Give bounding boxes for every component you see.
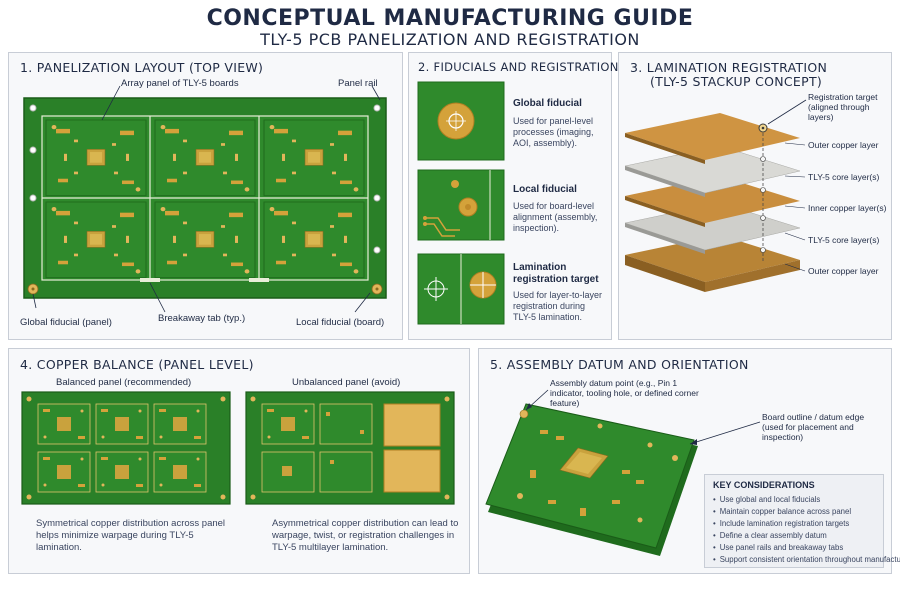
layer-label-4: TLY-5 core layer(s) <box>808 235 880 245</box>
key-item: Maintain copper balance across panel <box>713 506 900 518</box>
section3-title-line2: (TLY-5 STACKUP CONCEPT) <box>650 74 823 89</box>
key-considerations-box: KEY CONSIDERATIONS Use global and local … <box>704 474 900 568</box>
key-considerations-list: Use global and local fiducials Maintain … <box>713 494 900 566</box>
section3-title-line1: 3. LAMINATION REGISTRATION <box>630 60 828 75</box>
layer-label-5: Outer copper layer <box>808 266 879 276</box>
registration-target-name: Lamination registration target <box>513 262 599 285</box>
key-item: Use global and local fiducials <box>713 494 900 506</box>
label-assembly-datum: Assembly datum point (e.g., Pin 1 indica… <box>550 378 699 408</box>
label-breakaway-tab: Breakaway tab (typ.) <box>158 313 246 324</box>
key-item: Support consistent orientation throughou… <box>713 554 900 566</box>
assembly-board-graphic <box>485 403 698 556</box>
registration-target-desc: Used for layer-to-layer registration dur… <box>513 290 603 322</box>
global-fiducial-desc: Used for panel-level processes (imaging,… <box>513 116 594 148</box>
global-fiducial-graphic <box>417 81 505 161</box>
key-considerations-title: KEY CONSIDERATIONS <box>713 480 815 490</box>
label-registration-target: Registration target (aligned through lay… <box>808 92 878 122</box>
balanced-panel-label: Balanced panel (recommended) <box>56 377 192 388</box>
panel-array-graphic <box>23 97 387 299</box>
balanced-panel-desc: Symmetrical copper distribution across p… <box>36 518 226 553</box>
local-fiducial-name: Local fiducial <box>513 184 577 195</box>
key-item: Use panel rails and breakaway tabs <box>713 542 900 554</box>
label-array-panel: Array panel of TLY-5 boards <box>121 78 239 89</box>
registration-target-graphic <box>417 253 505 325</box>
page-title: CONCEPTUAL MANUFACTURING GUIDE <box>206 6 694 31</box>
label-local-fiducial: Local fiducial (board) <box>296 317 385 328</box>
layer-label-1: Outer copper layer <box>808 140 879 150</box>
section4-title: 4. COPPER BALANCE (PANEL LEVEL) <box>20 357 254 372</box>
label-board-outline: Board outline / datum edge (used for pla… <box>762 412 865 442</box>
stackup-graphic <box>624 113 801 292</box>
page-subtitle: TLY-5 PCB PANELIZATION AND REGISTRATION <box>260 30 640 49</box>
unbalanced-panel-label: Unbalanced panel (avoid) <box>292 377 401 388</box>
label-global-fiducial: Global fiducial (panel) <box>20 317 112 328</box>
section1-title: 1. PANELIZATION LAYOUT (TOP VIEW) <box>20 60 264 75</box>
local-fiducial-desc: Used for board-level alignment (assembly… <box>513 201 598 233</box>
unbalanced-panel-desc: Asymmetrical copper distribution can lea… <box>272 518 459 553</box>
section5-title: 5. ASSEMBLY DATUM AND ORIENTATION <box>490 357 749 372</box>
layer-label-2: TLY-5 core layer(s) <box>808 172 880 182</box>
layer-label-3: Inner copper layer(s) <box>808 203 887 213</box>
label-panel-rail: Panel rail <box>338 78 378 89</box>
global-fiducial-name: Global fiducial <box>513 98 582 109</box>
unbalanced-panel-graphic <box>245 391 455 505</box>
key-item: Include lamination registration targets <box>713 518 900 530</box>
balanced-panel-graphic <box>21 391 231 505</box>
section2-title: 2. FIDUCIALS AND REGISTRATION <box>418 60 619 74</box>
local-fiducial-graphic <box>417 169 505 241</box>
key-item: Define a clear assembly datum <box>713 530 900 542</box>
